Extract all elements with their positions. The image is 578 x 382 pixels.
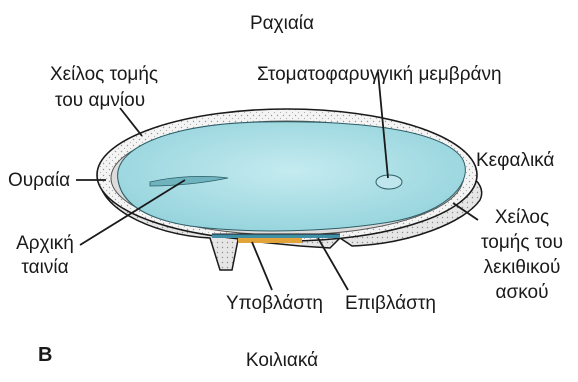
primitive-streak-label-line1: Αρχική <box>10 233 80 255</box>
leader-amnion <box>120 108 142 136</box>
panel-letter: B <box>38 344 52 366</box>
hypoblast-strip <box>238 238 302 243</box>
amnion-cut-label-line2: του αμνίου <box>55 90 145 112</box>
epiblast-strip <box>212 234 340 238</box>
cranial-label: Κεφαλικά <box>476 150 554 172</box>
ventral-label: Κοιλιακά <box>232 350 332 372</box>
yolk-sac-cut-label-line2: τομής του <box>472 232 572 254</box>
epiblast-label: Επιβλάστη <box>345 293 436 315</box>
caudal-label: Ουραία <box>8 170 70 192</box>
dorsal-label: Ραχιαία <box>232 13 332 35</box>
hypoblast-label: Υποβλάστη <box>226 293 323 315</box>
yolk-sac-cut-label-line4: ασκού <box>472 282 572 304</box>
yolk-sac-cut-label-line3: λεκιθικού <box>472 257 572 279</box>
primitive-streak-label-line2: ταινία <box>10 257 80 279</box>
amnion-cut-label-line1: Χείλος τομής <box>50 64 158 86</box>
epiblast-disc <box>118 122 466 231</box>
oropharyngeal-membrane <box>376 175 402 189</box>
leader-hypoblast <box>252 242 272 290</box>
yolk-sac-cut-label-line1: Χείλος <box>472 207 572 229</box>
oropharyngeal-membrane-label: Στοματοφαρυγγική μεμβράνη <box>257 64 502 86</box>
